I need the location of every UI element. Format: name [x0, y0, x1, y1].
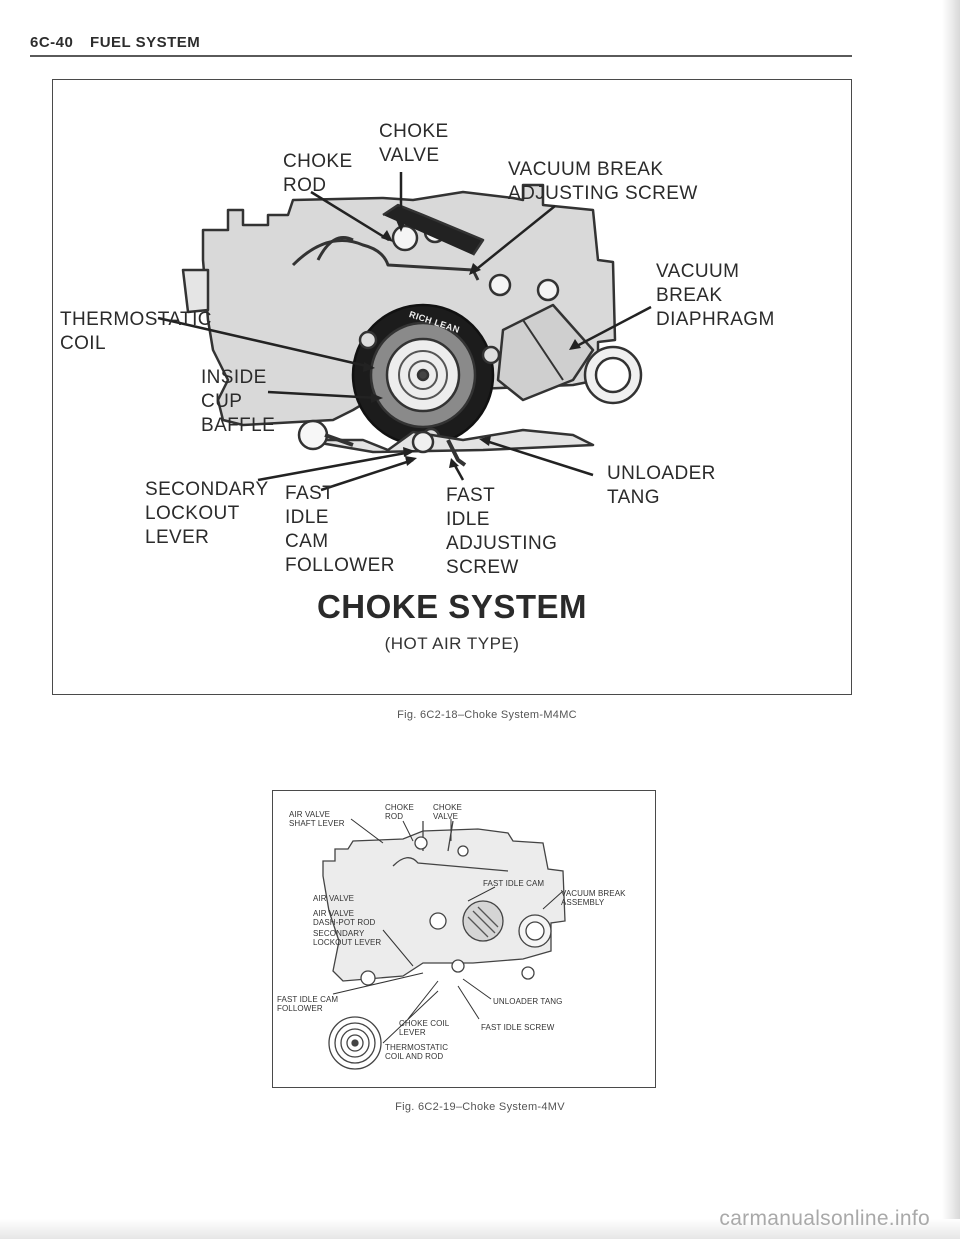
header-rule — [30, 55, 852, 57]
watermark: carmanualsonline.info — [719, 1207, 930, 1230]
label-vacuum-break-diaphragm: VACUUM BREAK DIAPHRAGM — [656, 261, 775, 330]
label-unloader-tang: UNLOADER TANG — [493, 997, 563, 1006]
label-choke-rod: CHOKE ROD — [385, 803, 414, 821]
figure-subtitle: (HOT AIR TYPE) — [384, 634, 520, 653]
label-choke-coil-lever: CHOKE COIL LEVER — [399, 1019, 450, 1037]
label-thermostatic-coil-and-rod: THERMOSTATIC COIL AND ROD — [385, 1043, 449, 1061]
label-unloader-tang: UNLOADER TANG — [607, 463, 716, 508]
label-fast-idle-cam-follower: FAST IDLE CAM FOLLOWER — [277, 995, 339, 1013]
section-number: 6C-40 — [30, 34, 74, 51]
carburetor-4mv-illustration — [322, 818, 566, 1070]
label-air-valve-shaft-lever: AIR VALVE SHAFT LEVER — [289, 810, 345, 828]
label-thermostatic-coil: THERMOSTATIC COIL — [60, 309, 212, 354]
label-air-valve-dash-pot-rod: AIR VALVE DASH-POT ROD — [313, 909, 376, 927]
label-air-valve: AIR VALVE — [313, 894, 355, 903]
label-fast-idle-cam: FAST IDLE CAM — [483, 879, 545, 888]
label-fast-idle-screw: FAST IDLE SCREW — [481, 1023, 555, 1032]
figure-title: CHOKE SYSTEM — [316, 588, 588, 625]
label-choke-valve: CHOKE VALVE — [433, 803, 462, 821]
caption-fig-6c2-19: Fig. 6C2-19–Choke System-4MV — [395, 1101, 565, 1113]
scan-edge-right — [942, 0, 960, 1239]
label-choke-rod: CHOKE ROD — [283, 151, 353, 196]
label-vacuum-break-adjusting-screw: VACUUM BREAK ADJUSTING SCREW — [508, 159, 698, 204]
label-secondary-lockout-lever: SECONDARY LOCKOUT LEVER — [145, 479, 269, 548]
scan-edge-bottom — [0, 1219, 960, 1239]
label-vacuum-break-assembly: VACUUM BREAK ASSEMBLY — [561, 889, 626, 907]
label-fast-idle-adjusting-screw: FAST IDLE ADJUSTING SCREW — [446, 485, 558, 578]
figure-choke-system-m4mc: CHOKE VALVE CHOKE ROD VACUUM BREAK ADJUS… — [52, 79, 852, 695]
label-inside-cup-baffle: INSIDE CUP BAFFLE — [201, 367, 276, 436]
figure-choke-system-4mv: AIR VALVE SHAFT LEVER CHOKE ROD CHOKE VA… — [272, 790, 656, 1088]
carburetor-illustration — [157, 172, 652, 492]
running-head: 6C-40 FUEL SYSTEM — [30, 34, 200, 51]
label-secondary-lockout-lever: SECONDARY LOCKOUT LEVER — [313, 929, 382, 947]
label-fast-idle-cam-follower: FAST IDLE CAM FOLLOWER — [285, 483, 395, 576]
label-choke-valve: CHOKE VALVE — [379, 121, 449, 166]
section-title: FUEL SYSTEM — [90, 34, 201, 51]
caption-fig-6c2-18: Fig. 6C2-18–Choke System-M4MC — [397, 709, 577, 721]
